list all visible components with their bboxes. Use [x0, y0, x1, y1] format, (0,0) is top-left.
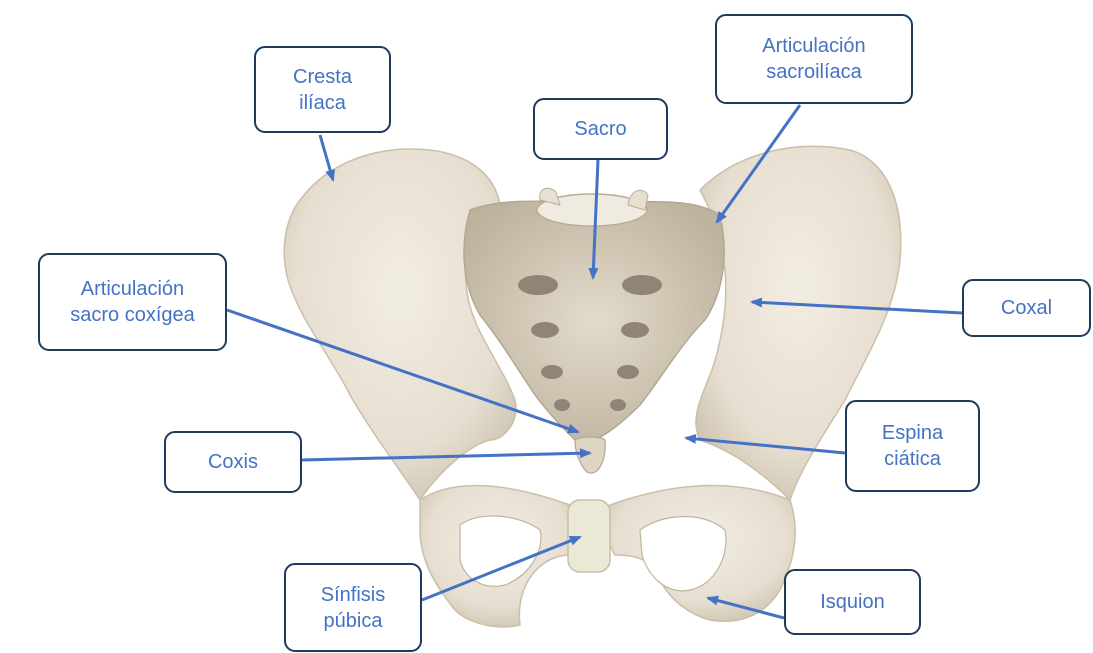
label-cresta-iliaca-line2: ilíaca — [293, 90, 352, 116]
left-ilium — [284, 149, 516, 500]
label-sacrocoxigea-line1: Articulación — [70, 276, 195, 302]
label-sacroiliaca-line1: Articulación — [762, 33, 865, 59]
label-espina-ciatica: Espina ciática — [845, 400, 980, 492]
label-coxal: Coxal — [962, 279, 1091, 337]
label-isquion-line1: Isquion — [820, 589, 885, 615]
label-sinfisis-pubica: Sínfisis púbica — [284, 563, 422, 652]
label-sinfisis-pubica-line2: púbica — [321, 608, 385, 634]
label-articulacion-sacroiliaca: Articulación sacroilíaca — [715, 14, 913, 104]
label-espina-ciatica-line2: ciática — [882, 446, 943, 472]
pubic-symphysis-shape — [568, 500, 610, 572]
label-articulacion-sacrocoxigea: Articulación sacro coxígea — [38, 253, 227, 351]
coccyx-shape — [575, 437, 605, 473]
label-isquion: Isquion — [784, 569, 921, 635]
label-coxal-line1: Coxal — [1001, 295, 1052, 321]
label-sacro: Sacro — [533, 98, 668, 160]
label-sacro-line1: Sacro — [574, 116, 626, 142]
label-sinfisis-pubica-line1: Sínfisis — [321, 582, 385, 608]
label-sacroiliaca-line2: sacroilíaca — [762, 59, 865, 85]
pelvis-illustration — [284, 146, 901, 626]
label-espina-ciatica-line1: Espina — [882, 420, 943, 446]
label-sacrocoxigea-line2: sacro coxígea — [70, 302, 195, 328]
label-coxis-line1: Coxis — [208, 449, 258, 475]
label-cresta-iliaca-line1: Cresta — [293, 64, 352, 90]
label-coxis: Coxis — [164, 431, 302, 493]
label-cresta-iliaca: Cresta ilíaca — [254, 46, 391, 133]
